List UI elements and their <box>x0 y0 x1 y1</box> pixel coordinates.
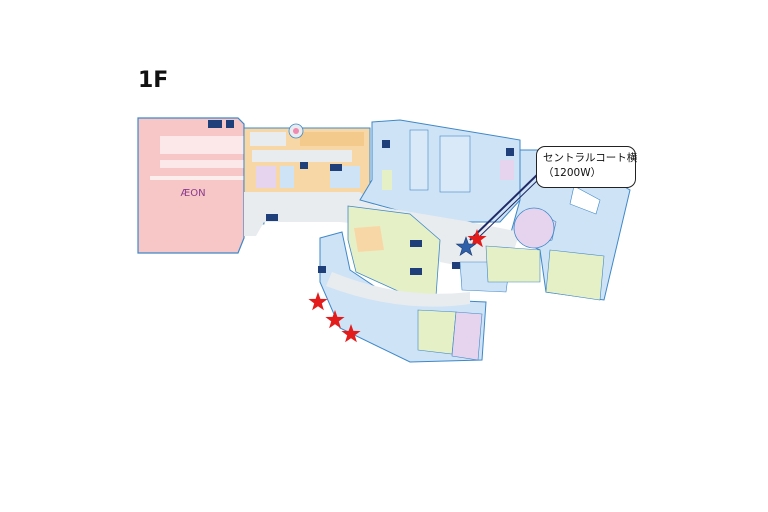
accessible-icon <box>506 148 514 156</box>
aeon-anchor-block[interactable]: ÆON <box>137 117 245 254</box>
restroom-icon <box>208 120 222 128</box>
aeon-logo: ÆON <box>180 188 205 199</box>
facility-icons <box>208 120 514 275</box>
shop-cluster-north[interactable] <box>359 119 521 223</box>
marker-south-red-1 <box>308 292 328 311</box>
accessible-icon <box>300 162 308 169</box>
callout-pointer <box>469 171 541 241</box>
restroom-icon <box>410 268 422 275</box>
marker-central-court-blue <box>455 236 477 257</box>
restroom-icon <box>266 214 278 221</box>
accessible-icon <box>452 262 460 269</box>
restroom-icon <box>410 240 422 247</box>
accessible-icon <box>318 266 326 273</box>
marker-south-red-2 <box>325 310 345 329</box>
floor-label: 1F <box>138 68 169 93</box>
accessible-icon <box>226 120 234 128</box>
marker-central-court-red <box>467 229 487 248</box>
walkway-south <box>326 272 470 307</box>
central-court-circle <box>513 207 555 249</box>
restroom-icon <box>330 164 342 171</box>
callout-detail: （1200W） <box>543 167 602 179</box>
callout-title: セントラルコート横 <box>543 152 638 164</box>
marker-south-red-3 <box>341 324 361 343</box>
accessible-icon <box>382 140 390 148</box>
marker-stars <box>308 229 487 343</box>
location-callout: セントラルコート横 （1200W） <box>536 146 638 188</box>
